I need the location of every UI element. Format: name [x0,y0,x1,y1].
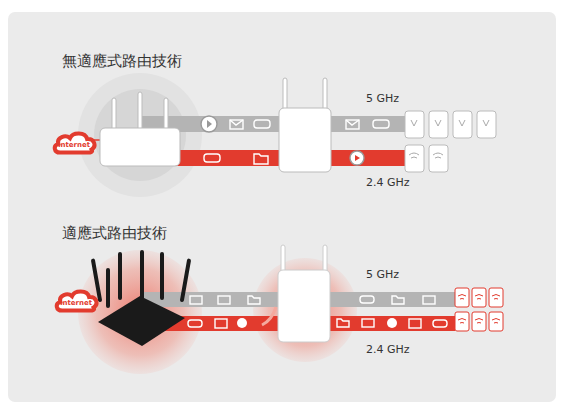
band-label: 2.4 GHz [366,343,410,356]
section-heading: 無適應式路由技術 [62,52,182,71]
internet-cloud: Internet [54,289,99,313]
band-label: 5 GHz [366,268,399,281]
band-label: 2.4 GHz [366,176,410,189]
band-label: 5 GHz [366,92,399,105]
panel [8,12,556,402]
cloud-text: Internet [52,142,97,149]
cloud-text: Internet [54,300,99,307]
internet-cloud: Internet [52,131,97,155]
section-heading: 適應式路由技術 [62,224,167,243]
